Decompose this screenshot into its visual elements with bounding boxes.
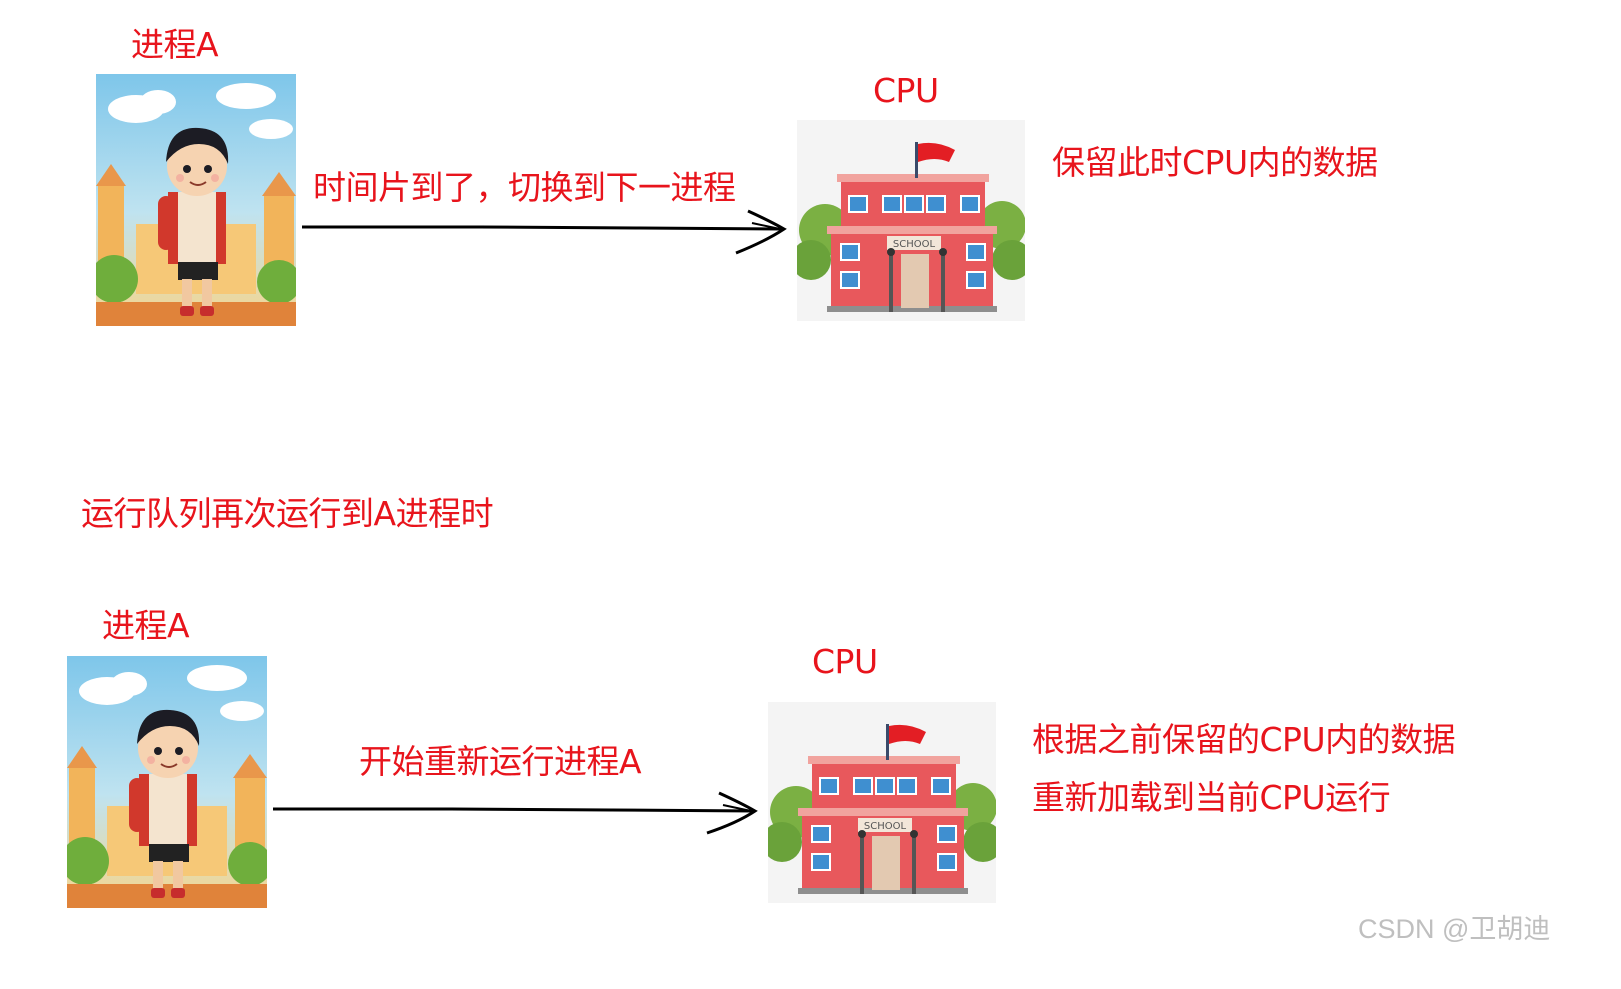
- note-save-cpu-data: 保留此时CPU内的数据: [1052, 143, 1378, 182]
- student-boy-icon: [67, 656, 267, 908]
- school-building-icon: SCHOOL: [797, 120, 1025, 321]
- cpu-building-illustration-1: SCHOOL: [797, 120, 1025, 321]
- arrow-label-2: 开始重新运行进程A: [359, 742, 642, 781]
- cpu-label-1: CPU: [873, 71, 939, 110]
- arrow-label-1: 时间片到了，切换到下一进程: [313, 168, 736, 207]
- note-reload-line-2: 重新加载到当前CPU运行: [1032, 778, 1391, 817]
- school-building-icon: SCHOOL: [768, 702, 996, 903]
- process-a-label-2: 进程A: [102, 606, 190, 645]
- school-sign-text: SCHOOL: [864, 821, 907, 832]
- student-boy-icon: [96, 74, 296, 326]
- cpu-label-2: CPU: [812, 642, 878, 681]
- arrow-1: [302, 209, 787, 255]
- student-illustration-2: [67, 656, 267, 908]
- school-sign-text: SCHOOL: [893, 239, 936, 250]
- process-a-label-1: 进程A: [131, 25, 219, 64]
- csdn-watermark: CSDN @卫胡迪: [1358, 914, 1551, 944]
- run-queue-note: 运行队列再次运行到A进程时: [81, 494, 494, 533]
- note-reload-line-1: 根据之前保留的CPU内的数据: [1032, 720, 1456, 759]
- cpu-building-illustration-2: SCHOOL: [768, 702, 996, 903]
- student-illustration-1: [96, 74, 296, 326]
- arrow-2: [273, 791, 758, 835]
